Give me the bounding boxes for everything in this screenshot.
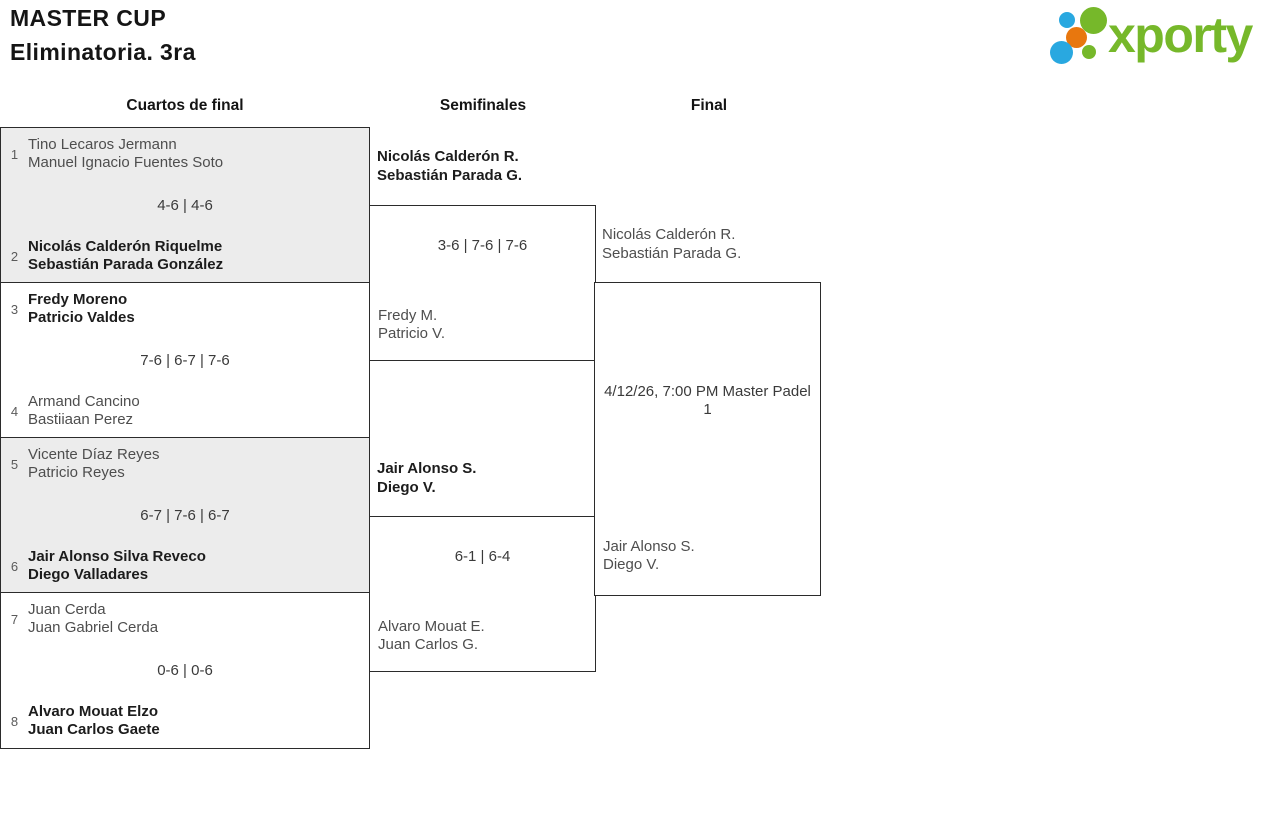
team-row: 1 Tino Lecaros Jermann Manuel Ignacio Fu… [1,136,369,172]
seed-number: 8 [10,713,19,729]
team-row: 6 Jair Alonso Silva Reveco Diego Vallada… [1,548,369,584]
team-names: Jair Alonso Silva Reveco Diego Valladare… [28,548,206,584]
player-name: Diego Valladares [28,566,149,583]
player-name: Patricio Reyes [28,464,125,481]
logo-dot-orange-icon [1066,27,1087,48]
logo-dot-blue-small-icon [1059,12,1075,28]
round-header-semifinals: Semifinales [439,97,527,114]
final-bottom-team: Jair Alonso S. Diego V. [603,538,695,574]
match-score: 3-6 | 7-6 | 7-6 [437,237,528,254]
player-name: Alvaro Mouat Elzo [28,703,159,720]
match-box-final[interactable]: 4/12/26, 7:00 PM Master Padel 1 Jair Alo… [594,282,821,596]
logo-dot-green-large-icon [1080,7,1107,34]
match-score: 6-1 | 6-4 [454,548,511,565]
player-name: Bastiiaan Perez [28,411,134,428]
player-name: Vicente Díaz Reyes [28,446,160,463]
team-row: 3 Fredy Moreno Patricio Valdes [1,291,369,327]
team-row: 4 Armand Cancino Bastiiaan Perez [1,393,369,429]
round-header-final: Final [690,97,728,114]
player-name: Sebastián Parada G. [377,166,523,184]
match-score: 0-6 | 0-6 [157,661,213,679]
team-names: Nicolás Calderón Riquelme Sebastián Para… [28,238,223,274]
tournament-name: MASTER CUP [10,5,167,31]
seed-number: 6 [10,558,19,574]
seed-number: 1 [10,146,19,162]
seed-number: 7 [10,611,19,627]
team-row: 5 Vicente Díaz Reyes Patricio Reyes [1,446,369,482]
page-title: MASTER CUP Eliminatoria. 3ra [10,1,196,69]
player-name: Patricio V. [378,325,445,342]
match-box-semifinal-1[interactable]: 3-6 | 7-6 | 7-6 Fredy M. Patricio V. [369,205,596,361]
player-name: Diego V. [377,478,436,496]
player-name: Fredy Moreno [28,291,128,308]
seed-number: 5 [10,456,19,472]
player-name: Sebastián Parada G. [602,244,742,262]
logo-dot-blue-large-icon [1050,41,1073,64]
player-name: Nicolás Calderón Riquelme [28,238,223,255]
match-box-quarterfinal-3[interactable]: 5 Vicente Díaz Reyes Patricio Reyes 6-7 … [0,437,370,594]
seed-number: 2 [10,248,19,264]
player-name: Jair Alonso S. [377,460,477,477]
player-name: Nicolás Calderón R. [377,148,519,165]
player-name: Jair Alonso S. [603,538,695,555]
team-row: 7 Juan Cerda Juan Gabriel Cerda [1,601,369,637]
match-score: 7-6 | 6-7 | 7-6 [140,351,230,369]
final-match-schedule: 4/12/26, 7:00 PM Master Padel 1 [604,383,811,418]
player-name: Alvaro Mouat E. [378,618,485,635]
team-names: Vicente Díaz Reyes Patricio Reyes [28,446,159,482]
player-name: Diego V. [603,556,660,573]
semifinal-2-top-team: Jair Alonso S. Diego V. [377,460,476,497]
match-box-quarterfinal-2[interactable]: 3 Fredy Moreno Patricio Valdes 7-6 | 6-7… [0,282,370,439]
player-name: Juan Gabriel Cerda [28,619,159,636]
seed-number: 3 [10,301,19,317]
match-box-semifinal-2[interactable]: 6-1 | 6-4 Alvaro Mouat E. Juan Carlos G. [369,516,596,672]
team-row: 2 Nicolás Calderón Riquelme Sebastián Pa… [1,238,369,274]
semifinal-1-top-team: Nicolás Calderón R. Sebastián Parada G. [377,148,522,185]
stage-name: Eliminatoria. 3ra [10,39,196,65]
player-name: Patricio Valdes [28,309,135,326]
player-name: Juan Cerda [28,601,106,618]
xporty-logo[interactable]: xporty [1045,4,1277,68]
player-name: Fredy M. [378,307,438,324]
team-names: Tino Lecaros Jermann Manuel Ignacio Fuen… [28,136,223,172]
round-header-quarterfinals: Cuartos de final [126,97,244,114]
player-name: Nicolás Calderón R. [602,226,736,243]
player-name: Armand Cancino [28,393,140,410]
match-box-quarterfinal-1[interactable]: 1 Tino Lecaros Jermann Manuel Ignacio Fu… [0,127,370,284]
match-score: 4-6 | 4-6 [157,196,213,214]
semifinal-2-bottom-team: Alvaro Mouat E. Juan Carlos G. [378,618,485,654]
match-score: 6-7 | 7-6 | 6-7 [140,506,230,524]
player-name: Manuel Ignacio Fuentes Soto [28,154,224,171]
final-top-team: Nicolás Calderón R. Sebastián Parada G. [602,226,741,263]
team-names: Alvaro Mouat Elzo Juan Carlos Gaete [28,703,160,739]
player-name: Tino Lecaros Jermann [28,136,177,153]
logo-dot-green-small-icon [1082,45,1096,59]
logo-wordmark: xporty [1108,7,1253,63]
team-row: 8 Alvaro Mouat Elzo Juan Carlos Gaete [1,703,369,739]
team-names: Armand Cancino Bastiiaan Perez [28,393,140,429]
team-names: Fredy Moreno Patricio Valdes [28,291,135,327]
seed-number: 4 [10,403,19,419]
player-name: Juan Carlos Gaete [28,721,160,738]
player-name: Jair Alonso Silva Reveco [28,548,206,565]
team-names: Juan Cerda Juan Gabriel Cerda [28,601,158,637]
semifinal-1-bottom-team: Fredy M. Patricio V. [378,307,445,343]
player-name: Sebastián Parada González [28,256,224,273]
player-name: Juan Carlos G. [378,636,479,653]
match-box-quarterfinal-4[interactable]: 7 Juan Cerda Juan Gabriel Cerda 0-6 | 0-… [0,592,370,749]
